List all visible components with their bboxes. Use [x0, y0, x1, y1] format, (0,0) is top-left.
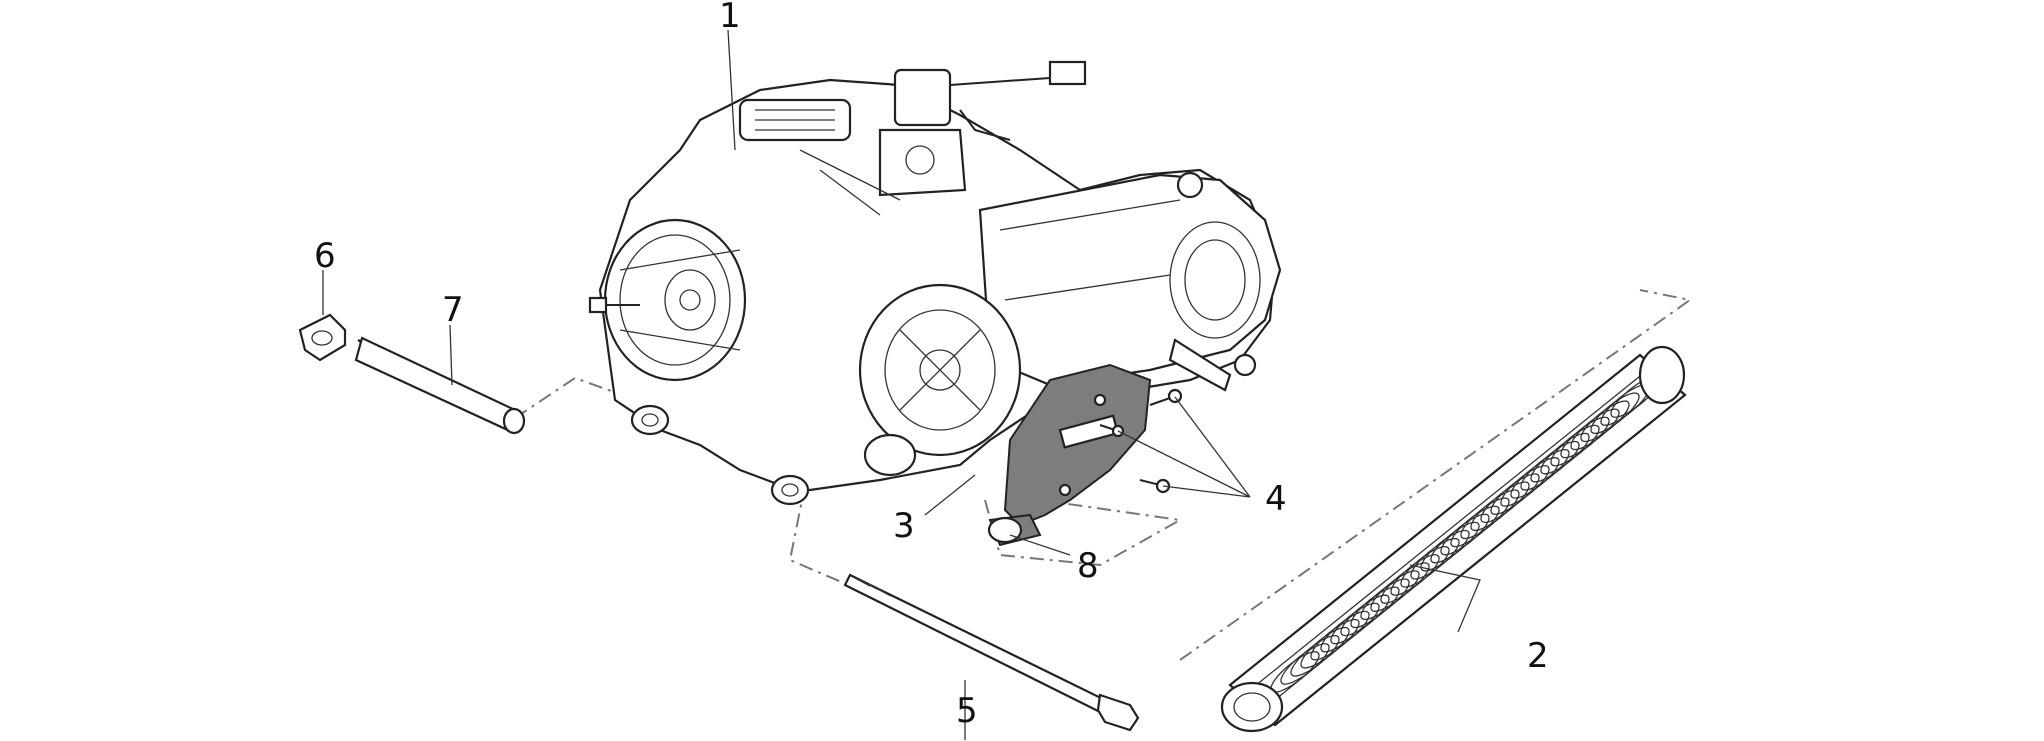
hose-ring [1370, 570, 1420, 612]
leader-lines [322, 29, 1481, 740]
transmission-cover [978, 171, 1282, 392]
spacer-sleeve [354, 336, 526, 435]
hose-ring [1530, 440, 1580, 483]
hose-ring [1280, 643, 1330, 685]
hose-ring [1570, 408, 1620, 451]
carburetor [738, 60, 1087, 216]
hose-corrugations [1270, 376, 1660, 693]
hose-ring [1330, 602, 1380, 645]
callout-8: 8 [1077, 546, 1099, 586]
hose-ring [1390, 554, 1440, 596]
engine-assembly [588, 60, 1282, 506]
mounting-lugs [630, 404, 810, 506]
hose-ring [1290, 635, 1340, 677]
hose-ring [1450, 505, 1500, 548]
hose-ring [1560, 416, 1610, 459]
hose-ring [1550, 424, 1600, 467]
hose-ring [1540, 432, 1590, 475]
through-bolt [843, 573, 1140, 732]
callout-3: 3 [893, 506, 915, 546]
hose-ring [1500, 465, 1550, 507]
flexible-intake-hose [1220, 345, 1687, 733]
hose-ring [1430, 521, 1480, 564]
cover-screws [1099, 388, 1183, 494]
hose-ring [1310, 618, 1360, 661]
hose-ring [1490, 473, 1540, 515]
hose-ring [1590, 392, 1640, 434]
callout-7: 7 [442, 290, 464, 330]
cooling-duct-cover [987, 363, 1152, 547]
callout-2: 2 [1527, 636, 1549, 676]
hose-ring [1520, 449, 1570, 491]
callout-1: 1 [719, 0, 741, 36]
callout-5: 5 [956, 691, 978, 731]
hose-ring [1480, 481, 1530, 523]
hose-ring [1380, 562, 1430, 604]
hose-ring [1320, 610, 1370, 653]
hose-ring [1410, 537, 1460, 580]
cylinder-head [588, 218, 747, 382]
hose-ring [1350, 586, 1400, 629]
callout-4: 4 [1265, 479, 1287, 519]
hose-ring [1580, 400, 1630, 443]
hose-ring [1340, 594, 1390, 637]
callout-6: 6 [314, 236, 336, 276]
hose-ring [1470, 489, 1520, 532]
hose-ring [1420, 529, 1470, 572]
hose-ring [1510, 457, 1560, 499]
cooling-fan-shroud [858, 283, 1022, 477]
flange-nut [298, 313, 347, 362]
hose-ring [1300, 626, 1350, 669]
hose-ring [1400, 546, 1450, 588]
hose-ring [1460, 497, 1510, 540]
callout-labels: 1 2 3 4 5 6 7 8 [314, 0, 1549, 731]
hose-ring [1440, 513, 1490, 556]
hose-ring [1360, 578, 1410, 620]
